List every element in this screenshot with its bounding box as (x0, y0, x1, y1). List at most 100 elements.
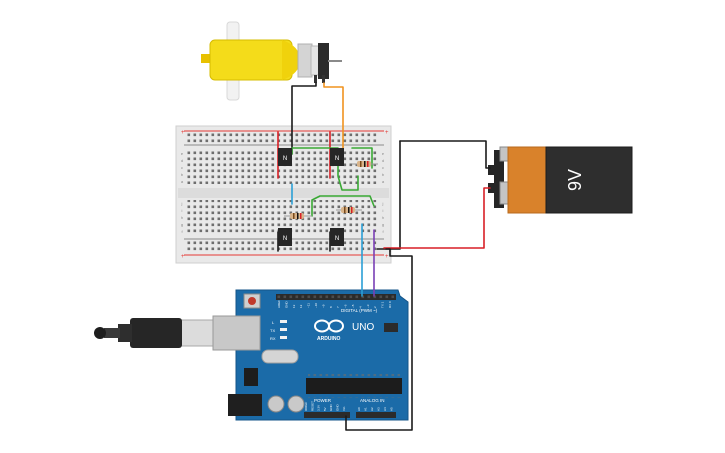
transistor-q4-label: N (335, 236, 339, 242)
wire-motor-a[interactable] (291, 82, 317, 155)
bb-letter-right-bottom: g (382, 222, 384, 227)
arduino-led-label-tx: TX (270, 328, 275, 333)
bb-letter-right-top: c (382, 165, 384, 170)
digital-pin-label: ~5 (351, 304, 355, 308)
reset-button-cap[interactable] (248, 297, 256, 305)
power-pin-label: 5V (323, 407, 327, 411)
atmega-chip (306, 378, 402, 394)
bb-letter-left-bottom: h (181, 215, 183, 220)
digital-pin-label: AREF (277, 300, 281, 308)
digital-pin-label: ~11 (307, 303, 311, 308)
digital-pin-label: 2 (373, 306, 377, 308)
digital-pin-label: GND (284, 301, 288, 309)
bb-letter-left-bottom: i (182, 208, 183, 213)
bb-letter-right-top: d (382, 158, 384, 163)
svg-text:+: + (385, 130, 389, 136)
arduino-model-label: UNO (352, 322, 374, 333)
bb-letter-left-top: e (181, 151, 184, 156)
svg-text:+: + (385, 254, 389, 260)
power-pin-label: GND (329, 404, 333, 412)
power-pin-label: GND (336, 404, 340, 412)
analog-header (356, 412, 396, 418)
wire-motor-b[interactable] (323, 82, 344, 159)
digital-pin-label: 8 (329, 306, 333, 308)
usb-cable-plug (130, 318, 182, 348)
digital-pin-label: 4 (358, 306, 362, 308)
bb-letter-right-bottom: h (382, 215, 384, 220)
usb-port (212, 315, 261, 351)
digital-pin-label: 7 (336, 306, 340, 308)
transistor-q4[interactable] (330, 228, 344, 246)
resistor-1[interactable] (352, 161, 378, 167)
battery-label: 9V (565, 169, 585, 191)
power-pin-label: Vin (342, 406, 346, 411)
dc-motor[interactable] (201, 21, 342, 101)
power-pin-label: IOREF (304, 402, 308, 411)
analog-pin-label: A4 (383, 407, 387, 411)
arduino-power-label: POWER (314, 398, 332, 403)
analog-pin-label: A5 (390, 407, 394, 411)
transistor-q3-label: N (283, 236, 287, 242)
wires (277, 82, 491, 431)
wire-battery-positive[interactable] (383, 187, 491, 249)
bb-letter-left-bottom: g (181, 222, 183, 227)
digital-pin-label: ~3 (366, 304, 370, 308)
wire-green-right[interactable] (351, 147, 373, 169)
bb-letter-right-top: e (382, 151, 385, 156)
analog-pin-label: A1 (364, 407, 368, 411)
wire-battery-negative[interactable] (399, 140, 491, 169)
power-jack (228, 394, 262, 416)
bb-letter-right-top: b (382, 172, 385, 177)
svg-text:+: + (181, 254, 185, 260)
transistor-q1[interactable] (278, 148, 292, 166)
digital-pin-label: ~6 (344, 304, 348, 308)
bb-letter-left-bottom: j (181, 201, 183, 206)
digital-pin-label: 12 (299, 304, 303, 308)
usb-cable-connector (179, 319, 215, 347)
bb-letter-right-top: a (382, 179, 385, 184)
transistor-q3[interactable] (278, 228, 292, 246)
battery-9v[interactable] (488, 146, 633, 214)
bb-letter-left-top: b (181, 172, 184, 177)
wire-green-bottom[interactable] (311, 195, 375, 217)
power-pin-label: RESET (310, 401, 314, 411)
digital-pin-label: RX 0 (388, 301, 392, 308)
svg-text:+: + (181, 130, 185, 136)
arduino-led-label-rx: RX (270, 336, 276, 341)
arduino-uno[interactable] (94, 289, 409, 421)
resistor-2[interactable] (284, 213, 312, 219)
bb-letter-right-bottom: i (383, 208, 384, 213)
digital-pin-label: 13 (292, 304, 296, 308)
bb-letter-left-top: d (181, 158, 183, 163)
arduino-brand-label: ARDUINO (317, 336, 340, 342)
power-header (304, 412, 350, 418)
analog-pin-label: A3 (377, 407, 381, 411)
digital-pin-label: ~9 (321, 304, 325, 308)
arduino-analog-label: ANALOG IN (360, 398, 385, 403)
digital-pin-label: ~10 (314, 303, 318, 308)
digital-pin-label: TX 1 (381, 301, 385, 308)
bb-letter-left-bottom: f (181, 229, 183, 234)
arduino-logo-icon (314, 319, 344, 333)
transistor-q2[interactable] (330, 148, 344, 166)
transistor-q2-label: N (335, 156, 339, 162)
wire-battery-negative-rail[interactable] (376, 140, 401, 250)
bb-letter-left-top: c (181, 165, 183, 170)
analog-pin-label: A2 (370, 407, 374, 411)
wire-rail-link[interactable] (385, 248, 391, 252)
bb-letter-right-bottom: j (382, 201, 384, 206)
bb-letter-left-top: a (181, 179, 184, 184)
wire-ground-arduino[interactable] (345, 250, 413, 431)
bb-letter-right-bottom: f (382, 229, 384, 234)
resistor-3[interactable] (336, 207, 362, 213)
arduino-led-label-l: L (272, 320, 275, 325)
crystal-oscillator (261, 349, 299, 364)
power-pin-label: 3.3V (317, 405, 321, 411)
resistors (284, 161, 378, 219)
